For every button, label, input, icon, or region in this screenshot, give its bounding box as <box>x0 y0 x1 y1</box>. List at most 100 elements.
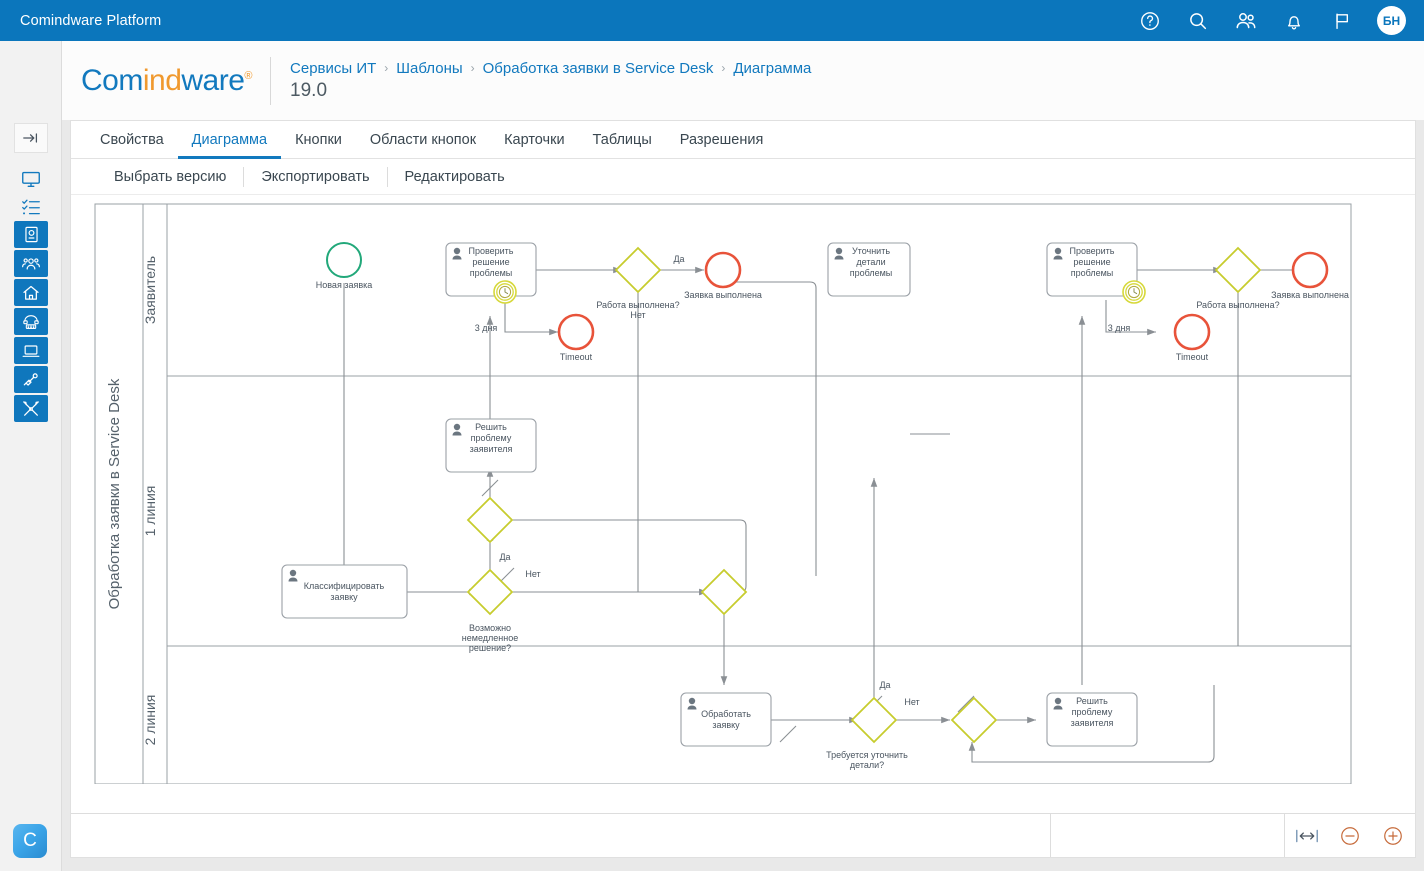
end-event-zayavka-vypolnena-2[interactable]: Заявка выполнена <box>1271 253 1349 300</box>
select-version-button[interactable]: Выбрать версию <box>97 169 243 185</box>
header-divider <box>270 57 271 105</box>
sidebar-item-tools[interactable] <box>14 395 48 422</box>
solve1-line2: проблему <box>471 433 512 443</box>
breadcrumb-item-3[interactable]: Диаграмма <box>733 60 811 77</box>
gateway-rabota-vypolnena-2[interactable]: Работа выполнена? <box>1196 248 1279 310</box>
task-proverit-reshenie-1[interactable]: Проверить решение проблемы <box>446 243 536 296</box>
gw-need-line1: Требуется уточнить <box>826 750 908 760</box>
status-cell-mid <box>1051 814 1285 857</box>
fit-width-icon[interactable] <box>1292 821 1322 851</box>
zoom-controls <box>1285 814 1415 857</box>
end-event-ok-label-1: Заявка выполнена <box>684 290 762 300</box>
bpmn-diagram[interactable]: Обработка заявки в Service Desk Заявител… <box>71 196 1415 784</box>
proc-line1: Обработать <box>701 709 751 719</box>
chat-widget-button[interactable]: C <box>13 824 47 858</box>
breadcrumb-sep-0: › <box>384 61 388 75</box>
task-label-line2: решение <box>472 257 509 267</box>
task-obrabotat-zayavku[interactable]: Обработать заявку <box>681 693 771 746</box>
sidebar-item-laptop[interactable] <box>14 337 48 364</box>
gw-need-line2: детали? <box>850 760 884 770</box>
sidebar-item-people-group[interactable] <box>14 250 48 277</box>
task-utochnit-detali[interactable]: Уточнить детали проблемы <box>828 243 910 296</box>
flag-icon[interactable] <box>1329 8 1355 34</box>
breadcrumb-item-2[interactable]: Обработка заявки в Service Desk <box>483 60 714 77</box>
task-reshit-problemu-2[interactable]: Решить проблему заявителя <box>1047 693 1137 746</box>
start-event-label: Новая заявка <box>316 280 373 290</box>
flow-label-no-1: Нет <box>630 310 645 320</box>
classify-line2: заявку <box>330 592 358 602</box>
breadcrumb-item-1[interactable]: Шаблоны <box>396 60 462 77</box>
task-detail-line2: детали <box>856 257 885 267</box>
left-rail: C <box>0 41 62 871</box>
diagram-canvas[interactable]: Обработка заявки в Service Desk Заявител… <box>71 196 1415 784</box>
sidebar-item-checklist[interactable] <box>14 193 48 221</box>
breadcrumb-item-0[interactable]: Сервисы ИТ <box>290 60 376 77</box>
timer-boundary-event-2[interactable] <box>1123 281 1145 303</box>
task-klassifitsirovat-zayavku[interactable]: Классифицировать заявку <box>282 565 407 618</box>
lane-label-1-liniya: 1 линия <box>142 486 158 537</box>
gateway-vozmozhno-nemedlennoe[interactable]: Возможно немедленное решение? <box>462 570 518 653</box>
edit-button[interactable]: Редактировать <box>388 169 522 185</box>
solve1-line1: Решить <box>475 422 507 432</box>
task-detail-line1: Уточнить <box>852 246 890 256</box>
search-icon[interactable] <box>1185 8 1211 34</box>
lane-label-2-liniya: 2 линия <box>142 695 158 746</box>
sidebar-item-telephone[interactable] <box>14 308 48 335</box>
status-cell-left <box>71 814 1051 857</box>
sidebar-item-home[interactable] <box>14 279 48 306</box>
gateway-merge-3[interactable] <box>952 698 996 742</box>
page-header: Comindware® Сервисы ИТ › Шаблоны › Обраб… <box>62 41 1424 120</box>
flow-label-no-2: Нет <box>525 569 540 579</box>
sidebar-item-passport[interactable] <box>14 221 48 248</box>
end-event-timeout-2[interactable]: Timeout <box>1175 315 1209 362</box>
end-event-timeout-1[interactable]: Timeout <box>559 315 593 362</box>
end-event-timeout-label-1: Timeout <box>560 352 593 362</box>
diagram-status-bar <box>71 813 1415 857</box>
tab-tablitsy[interactable]: Таблицы <box>579 121 666 159</box>
task-reshit-problemu-1[interactable]: Решить проблему заявителя <box>446 419 536 472</box>
collapse-arrow-icon[interactable] <box>14 123 48 153</box>
task2-label-line3: проблемы <box>1071 268 1114 278</box>
flow-label-yes-2: Да <box>499 552 510 562</box>
tab-bar: Свойства Диаграмма Кнопки Области кнопок… <box>71 121 1415 159</box>
users-icon[interactable] <box>1233 8 1259 34</box>
bell-icon[interactable] <box>1281 8 1307 34</box>
sidebar-item-shovel[interactable] <box>14 366 48 393</box>
flow-label-no-3: Нет <box>904 697 919 707</box>
comindware-logo: Comindware® <box>81 64 252 98</box>
tab-oblasti-knopok[interactable]: Области кнопок <box>356 121 490 159</box>
gateway-trebuetsya-utochnit[interactable]: Требуется уточнить детали? <box>826 698 908 770</box>
gw-imm-line1: Возможно <box>469 623 511 633</box>
tab-kartochki[interactable]: Карточки <box>490 121 578 159</box>
timer-boundary-event-1[interactable] <box>494 281 516 303</box>
lane-label-zayavitel: Заявитель <box>142 256 158 324</box>
zoom-out-icon[interactable] <box>1335 821 1365 851</box>
logo-registered: ® <box>244 70 252 82</box>
end-event-zayavka-vypolnena-1[interactable]: Заявка выполнена <box>684 253 762 300</box>
task2-label-line1: Проверить <box>1069 246 1114 256</box>
breadcrumb-sep-2: › <box>721 61 725 75</box>
export-button[interactable]: Экспортировать <box>244 169 386 185</box>
gateway-label-1: Работа выполнена? <box>596 300 679 310</box>
tab-svoystva[interactable]: Свойства <box>86 121 178 159</box>
timer-flow-label-1: 3 дня <box>475 323 498 333</box>
proc-line2: заявку <box>712 720 740 730</box>
tab-razresheniya[interactable]: Разрешения <box>666 121 778 159</box>
task-detail-line3: проблемы <box>850 268 893 278</box>
classify-line1: Классифицировать <box>304 581 385 591</box>
solve2-line1: Решить <box>1076 696 1108 706</box>
gateway-merge-2[interactable] <box>702 570 746 614</box>
tab-knopki[interactable]: Кнопки <box>281 121 356 159</box>
logo-part-1: Com <box>81 64 143 97</box>
zoom-in-icon[interactable] <box>1378 821 1408 851</box>
gateway-rabota-vypolnena-1[interactable]: Работа выполнена? <box>596 248 679 310</box>
tab-diagramma[interactable]: Диаграмма <box>178 121 281 159</box>
app-title: Comindware Platform <box>20 13 161 29</box>
avatar[interactable]: БН <box>1377 6 1406 35</box>
help-icon[interactable] <box>1137 8 1163 34</box>
gateway-merge-1[interactable] <box>468 498 512 542</box>
sidebar-item-monitor[interactable] <box>14 165 48 193</box>
solve2-line3: заявителя <box>1071 718 1114 728</box>
content-panel: Свойства Диаграмма Кнопки Области кнопок… <box>70 120 1416 858</box>
start-event-new-request[interactable]: Новая заявка <box>316 243 373 290</box>
